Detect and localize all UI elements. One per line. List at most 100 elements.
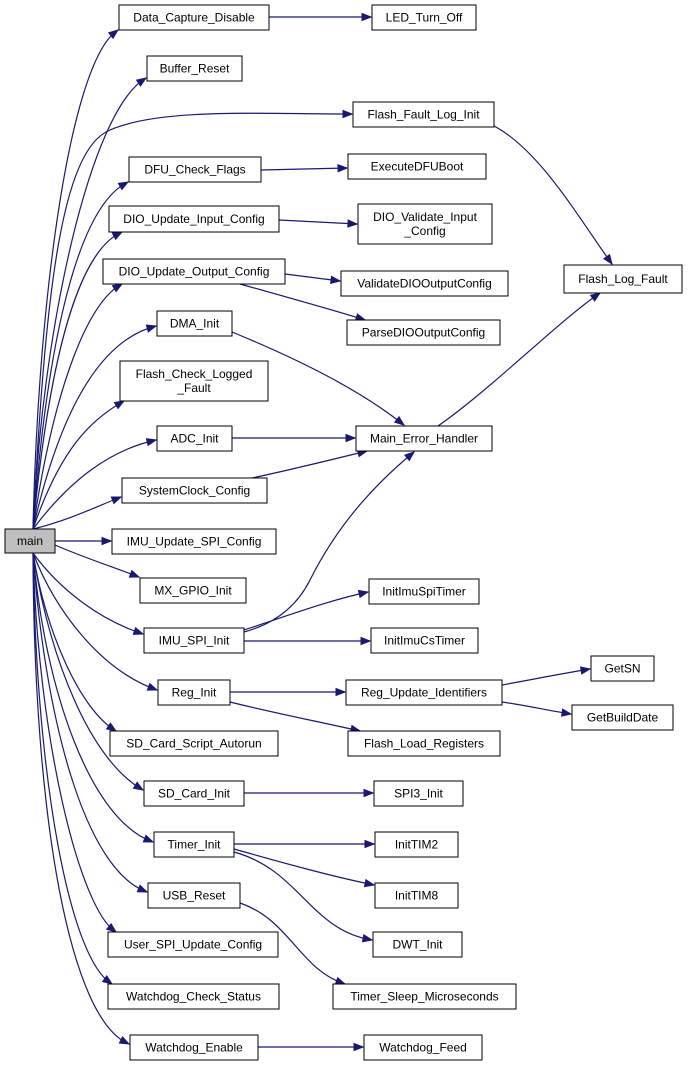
node-box[interactable] [373, 780, 464, 807]
node-box[interactable] [107, 931, 279, 958]
arrowhead-icon [146, 682, 159, 691]
node-watchdog-feed[interactable]: Watchdog_Feed [363, 1034, 483, 1061]
node-box[interactable] [129, 1034, 259, 1061]
node-dio-update-output-config[interactable]: DIO_Update_Output_Config [102, 258, 286, 285]
node-box[interactable] [108, 205, 280, 233]
node-inittim8[interactable]: InitTIM8 [374, 882, 459, 909]
node-flash-log-fault[interactable]: Flash_Log_Fault [563, 264, 683, 294]
node-dio-update-input-config[interactable]: DIO_Update_Input_Config [108, 205, 280, 233]
node-reg-update-identifiers[interactable]: Reg_Update_Identifiers [345, 679, 503, 706]
node-box[interactable] [352, 101, 495, 128]
node-box[interactable] [147, 882, 241, 909]
node-box[interactable] [156, 310, 233, 337]
node-reg-init[interactable]: Reg_Init [157, 679, 231, 706]
node-main[interactable]: main [4, 528, 56, 554]
node-flash-fault-log-init[interactable]: Flash_Fault_Log_Init [352, 101, 495, 128]
node-imu-update-spi-config[interactable]: IMU_Update_SPI_Config [111, 528, 277, 555]
node-box[interactable] [332, 983, 517, 1010]
node-box[interactable] [563, 264, 683, 294]
node-box[interactable] [357, 203, 493, 245]
edge-line [437, 292, 601, 427]
node-box[interactable] [107, 983, 280, 1010]
node-box[interactable] [374, 831, 459, 858]
node-initimuspitimer[interactable]: InitImuSpiTimer [368, 578, 480, 605]
node-spi3-init[interactable]: SPI3_Init [373, 780, 464, 807]
node-box[interactable] [157, 679, 231, 706]
node-box[interactable] [374, 882, 459, 909]
node-flash-load-registers[interactable]: Flash_Load_Registers [347, 730, 501, 757]
node-dio-validate-input-config[interactable]: DIO_Validate_Input_Config [357, 203, 493, 245]
node-box[interactable] [111, 528, 277, 555]
node-watchdog-enable[interactable]: Watchdog_Enable [129, 1034, 259, 1061]
node-box[interactable] [371, 4, 477, 31]
node-sd-card-init[interactable]: SD_Card_Init [143, 780, 245, 807]
node-initimucstimer[interactable]: InitImuCsTimer [370, 627, 479, 654]
edge-dio-update-input-config-to-dio-validate-input-config [278, 219, 359, 228]
node-label: DIO_Update_Output_Config [119, 265, 270, 279]
node-box[interactable] [346, 319, 501, 346]
node-data-capture-disable[interactable]: Data_Capture_Disable [118, 4, 270, 31]
node-box[interactable] [156, 425, 233, 452]
node-watchdog-check-status[interactable]: Watchdog_Check_Status [107, 983, 280, 1010]
node-flash-check-logged-fault[interactable]: Flash_Check_Logged_Fault [119, 360, 269, 402]
node-box[interactable] [372, 931, 463, 958]
node-label: Timer_Sleep_Microseconds [350, 990, 498, 1004]
node-sd-card-script-autorun[interactable]: SD_Card_Script_Autorun [109, 730, 279, 757]
node-box[interactable] [571, 704, 674, 731]
arrowhead-icon [579, 666, 592, 675]
node-label: Watchdog_Enable [145, 1041, 243, 1055]
node-mx-gpio-init[interactable]: MX_GPIO_Init [139, 577, 247, 604]
node-buffer-reset[interactable]: Buffer_Reset [146, 55, 243, 82]
arrowhead-icon [117, 181, 130, 191]
node-led-turn-off[interactable]: LED_Turn_Off [371, 4, 477, 31]
edge-line [278, 219, 358, 225]
node-box[interactable] [109, 730, 279, 757]
node-parsediooutputconfig[interactable]: ParseDIOOutputConfig [346, 319, 501, 346]
node-box[interactable] [347, 153, 487, 180]
node-box[interactable] [139, 577, 247, 604]
node-box[interactable] [121, 477, 268, 504]
node-box[interactable] [590, 655, 655, 682]
node-adc-init[interactable]: ADC_Init [156, 425, 233, 452]
node-box[interactable] [355, 425, 493, 452]
node-validatediooutputconfig[interactable]: ValidateDIOOutputConfig [340, 270, 509, 297]
node-usb-reset[interactable]: USB_Reset [147, 882, 241, 909]
edge-line [231, 331, 405, 426]
node-dma-init[interactable]: DMA_Init [156, 310, 233, 337]
node-box[interactable] [146, 55, 243, 82]
node-box[interactable] [143, 627, 245, 654]
edge-flash-fault-log-init-to-flash-log-fault [493, 125, 613, 266]
node-label: IMU_SPI_Init [159, 634, 230, 648]
edge-main-to-mx-gpio-init [54, 544, 141, 578]
node-user-spi-update-config[interactable]: User_SPI_Update_Config [107, 931, 279, 958]
node-box[interactable] [4, 528, 56, 554]
arrowhead-icon [135, 77, 148, 87]
node-dwt-init[interactable]: DWT_Init [372, 931, 463, 958]
node-box[interactable] [119, 360, 269, 402]
node-box[interactable] [345, 679, 503, 706]
node-box[interactable] [363, 1034, 483, 1061]
node-box[interactable] [128, 156, 262, 183]
node-box[interactable] [153, 831, 235, 858]
node-box[interactable] [368, 578, 480, 605]
node-box[interactable] [143, 780, 245, 807]
node-imu-spi-init[interactable]: IMU_SPI_Init [143, 627, 245, 654]
node-box[interactable] [340, 270, 509, 297]
edge-timer-init-to-dwt-init [233, 851, 374, 943]
node-executedfuboot[interactable]: ExecuteDFUBoot [347, 153, 487, 180]
node-timer-init[interactable]: Timer_Init [153, 831, 235, 858]
node-dfu-check-flags[interactable]: DFU_Check_Flags [128, 156, 262, 183]
node-box[interactable] [370, 627, 479, 654]
node-timer-sleep-microseconds[interactable]: Timer_Sleep_Microseconds [332, 983, 517, 1010]
node-getbuilddate[interactable]: GetBuildDate [571, 704, 674, 731]
node-box[interactable] [102, 258, 286, 285]
node-inittim2[interactable]: InitTIM2 [374, 831, 459, 858]
node-box[interactable] [347, 730, 501, 757]
node-getsn[interactable]: GetSN [590, 655, 655, 682]
node-label: InitTIM2 [395, 838, 439, 852]
arrowhead-icon [393, 415, 406, 426]
node-box[interactable] [118, 4, 270, 31]
node-main-error-handler[interactable]: Main_Error_Handler [355, 425, 493, 452]
edge-main-to-watchdog-check-status [32, 552, 114, 985]
node-systemclock-config[interactable]: SystemClock_Config [121, 477, 268, 504]
